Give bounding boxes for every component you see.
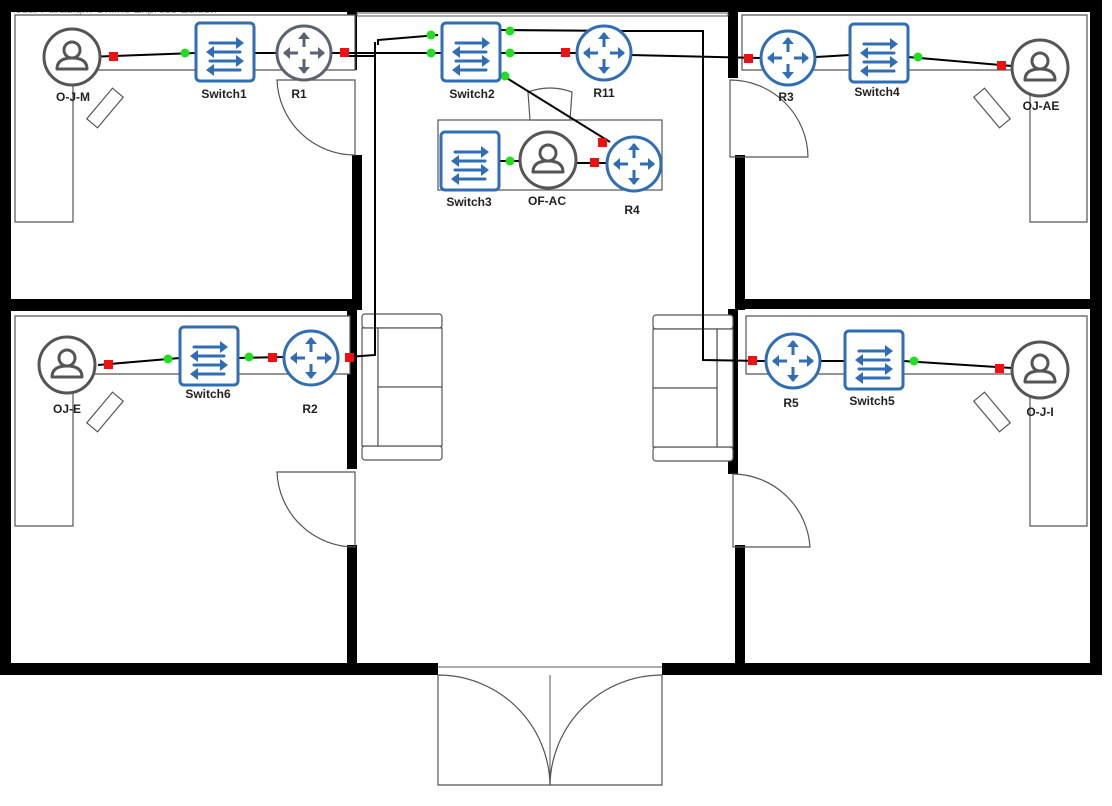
user-of-ac[interactable]: OF-AC	[518, 130, 578, 208]
user-oj-e[interactable]: OJ-E	[37, 335, 97, 416]
user-icon	[1010, 340, 1070, 400]
switch-icon	[848, 22, 910, 84]
router-r5[interactable]: R5	[764, 332, 822, 410]
switch-label: Switch3	[446, 195, 492, 209]
router-r3[interactable]: R3	[759, 29, 817, 104]
switch-label: Switch5	[849, 394, 895, 408]
router-icon	[764, 332, 822, 390]
switch-icon	[440, 21, 502, 83]
switch-icon	[194, 21, 256, 83]
router-label: R2	[302, 402, 318, 416]
router-icon	[275, 24, 333, 82]
switch-label: Switch2	[449, 87, 495, 101]
link-ports	[104, 26, 1006, 373]
switch-icon	[178, 325, 240, 387]
user-label: O-J-I	[1026, 405, 1053, 419]
switch-label: Switch1	[201, 87, 247, 101]
user-oj-i[interactable]: O-J-I	[1010, 340, 1070, 419]
user-oj-ae[interactable]: OJ-AE	[1010, 38, 1070, 113]
router-icon	[759, 29, 817, 87]
switch-icon	[843, 329, 905, 391]
switch3[interactable]: Switch3	[439, 130, 501, 209]
router-r4[interactable]: R4	[605, 135, 663, 217]
user-icon	[518, 130, 578, 190]
user-label: OF-AC	[528, 194, 566, 208]
switch5[interactable]: Switch5	[843, 329, 905, 408]
furniture	[14, 12, 1088, 786]
router-label: R4	[624, 203, 640, 217]
switch4[interactable]: Switch4	[848, 22, 910, 99]
router-icon	[575, 24, 633, 82]
switch6[interactable]: Switch6	[178, 325, 240, 401]
switch-label: Switch4	[854, 85, 900, 99]
router-r2[interactable]: R2	[282, 329, 340, 416]
switch-icon	[439, 130, 501, 192]
user-oj-m[interactable]: O-J-M	[42, 27, 102, 104]
switch2[interactable]: Switch2	[440, 21, 502, 101]
router-r1[interactable]: R1	[275, 24, 333, 101]
switch-label: Switch6	[185, 387, 231, 401]
user-icon	[37, 335, 97, 395]
user-label: OJ-E	[53, 402, 81, 416]
router-icon	[282, 329, 340, 387]
user-label: OJ-AE	[1023, 99, 1060, 113]
router-icon	[605, 135, 663, 193]
router-label: R11	[593, 86, 615, 100]
switch1[interactable]: Switch1	[194, 21, 256, 101]
router-label: R5	[783, 396, 799, 410]
user-label: O-J-M	[56, 90, 90, 104]
router-label: R1	[291, 87, 307, 101]
router-r11[interactable]: R11	[575, 24, 633, 100]
user-icon	[42, 27, 102, 87]
user-icon	[1010, 38, 1070, 98]
router-label: R3	[778, 90, 794, 104]
